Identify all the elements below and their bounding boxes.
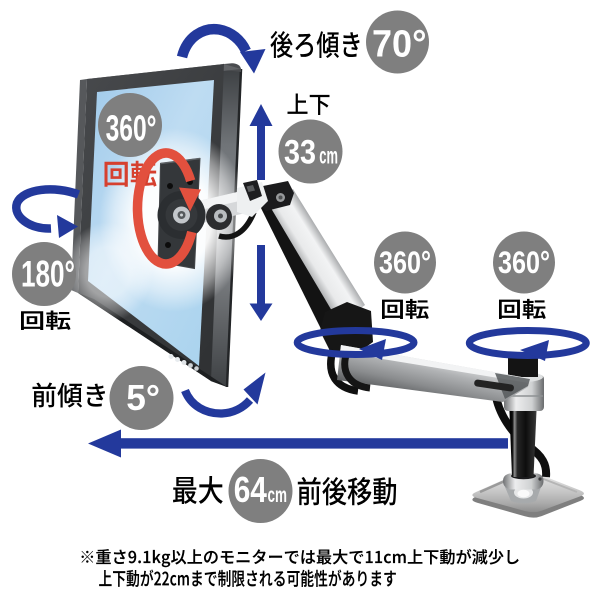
- svg-text:70°: 70°: [372, 24, 427, 66]
- svg-text:180°: 180°: [21, 254, 75, 295]
- svg-text:360°: 360°: [106, 107, 157, 148]
- svg-text:5°: 5°: [126, 377, 160, 418]
- svg-text:cm: cm: [319, 143, 338, 169]
- svg-text:64: 64: [234, 469, 267, 510]
- svg-text:cm: cm: [268, 484, 288, 507]
- svg-text:360°: 360°: [498, 244, 550, 280]
- svg-text:33: 33: [284, 134, 316, 172]
- svg-text:360°: 360°: [379, 244, 431, 280]
